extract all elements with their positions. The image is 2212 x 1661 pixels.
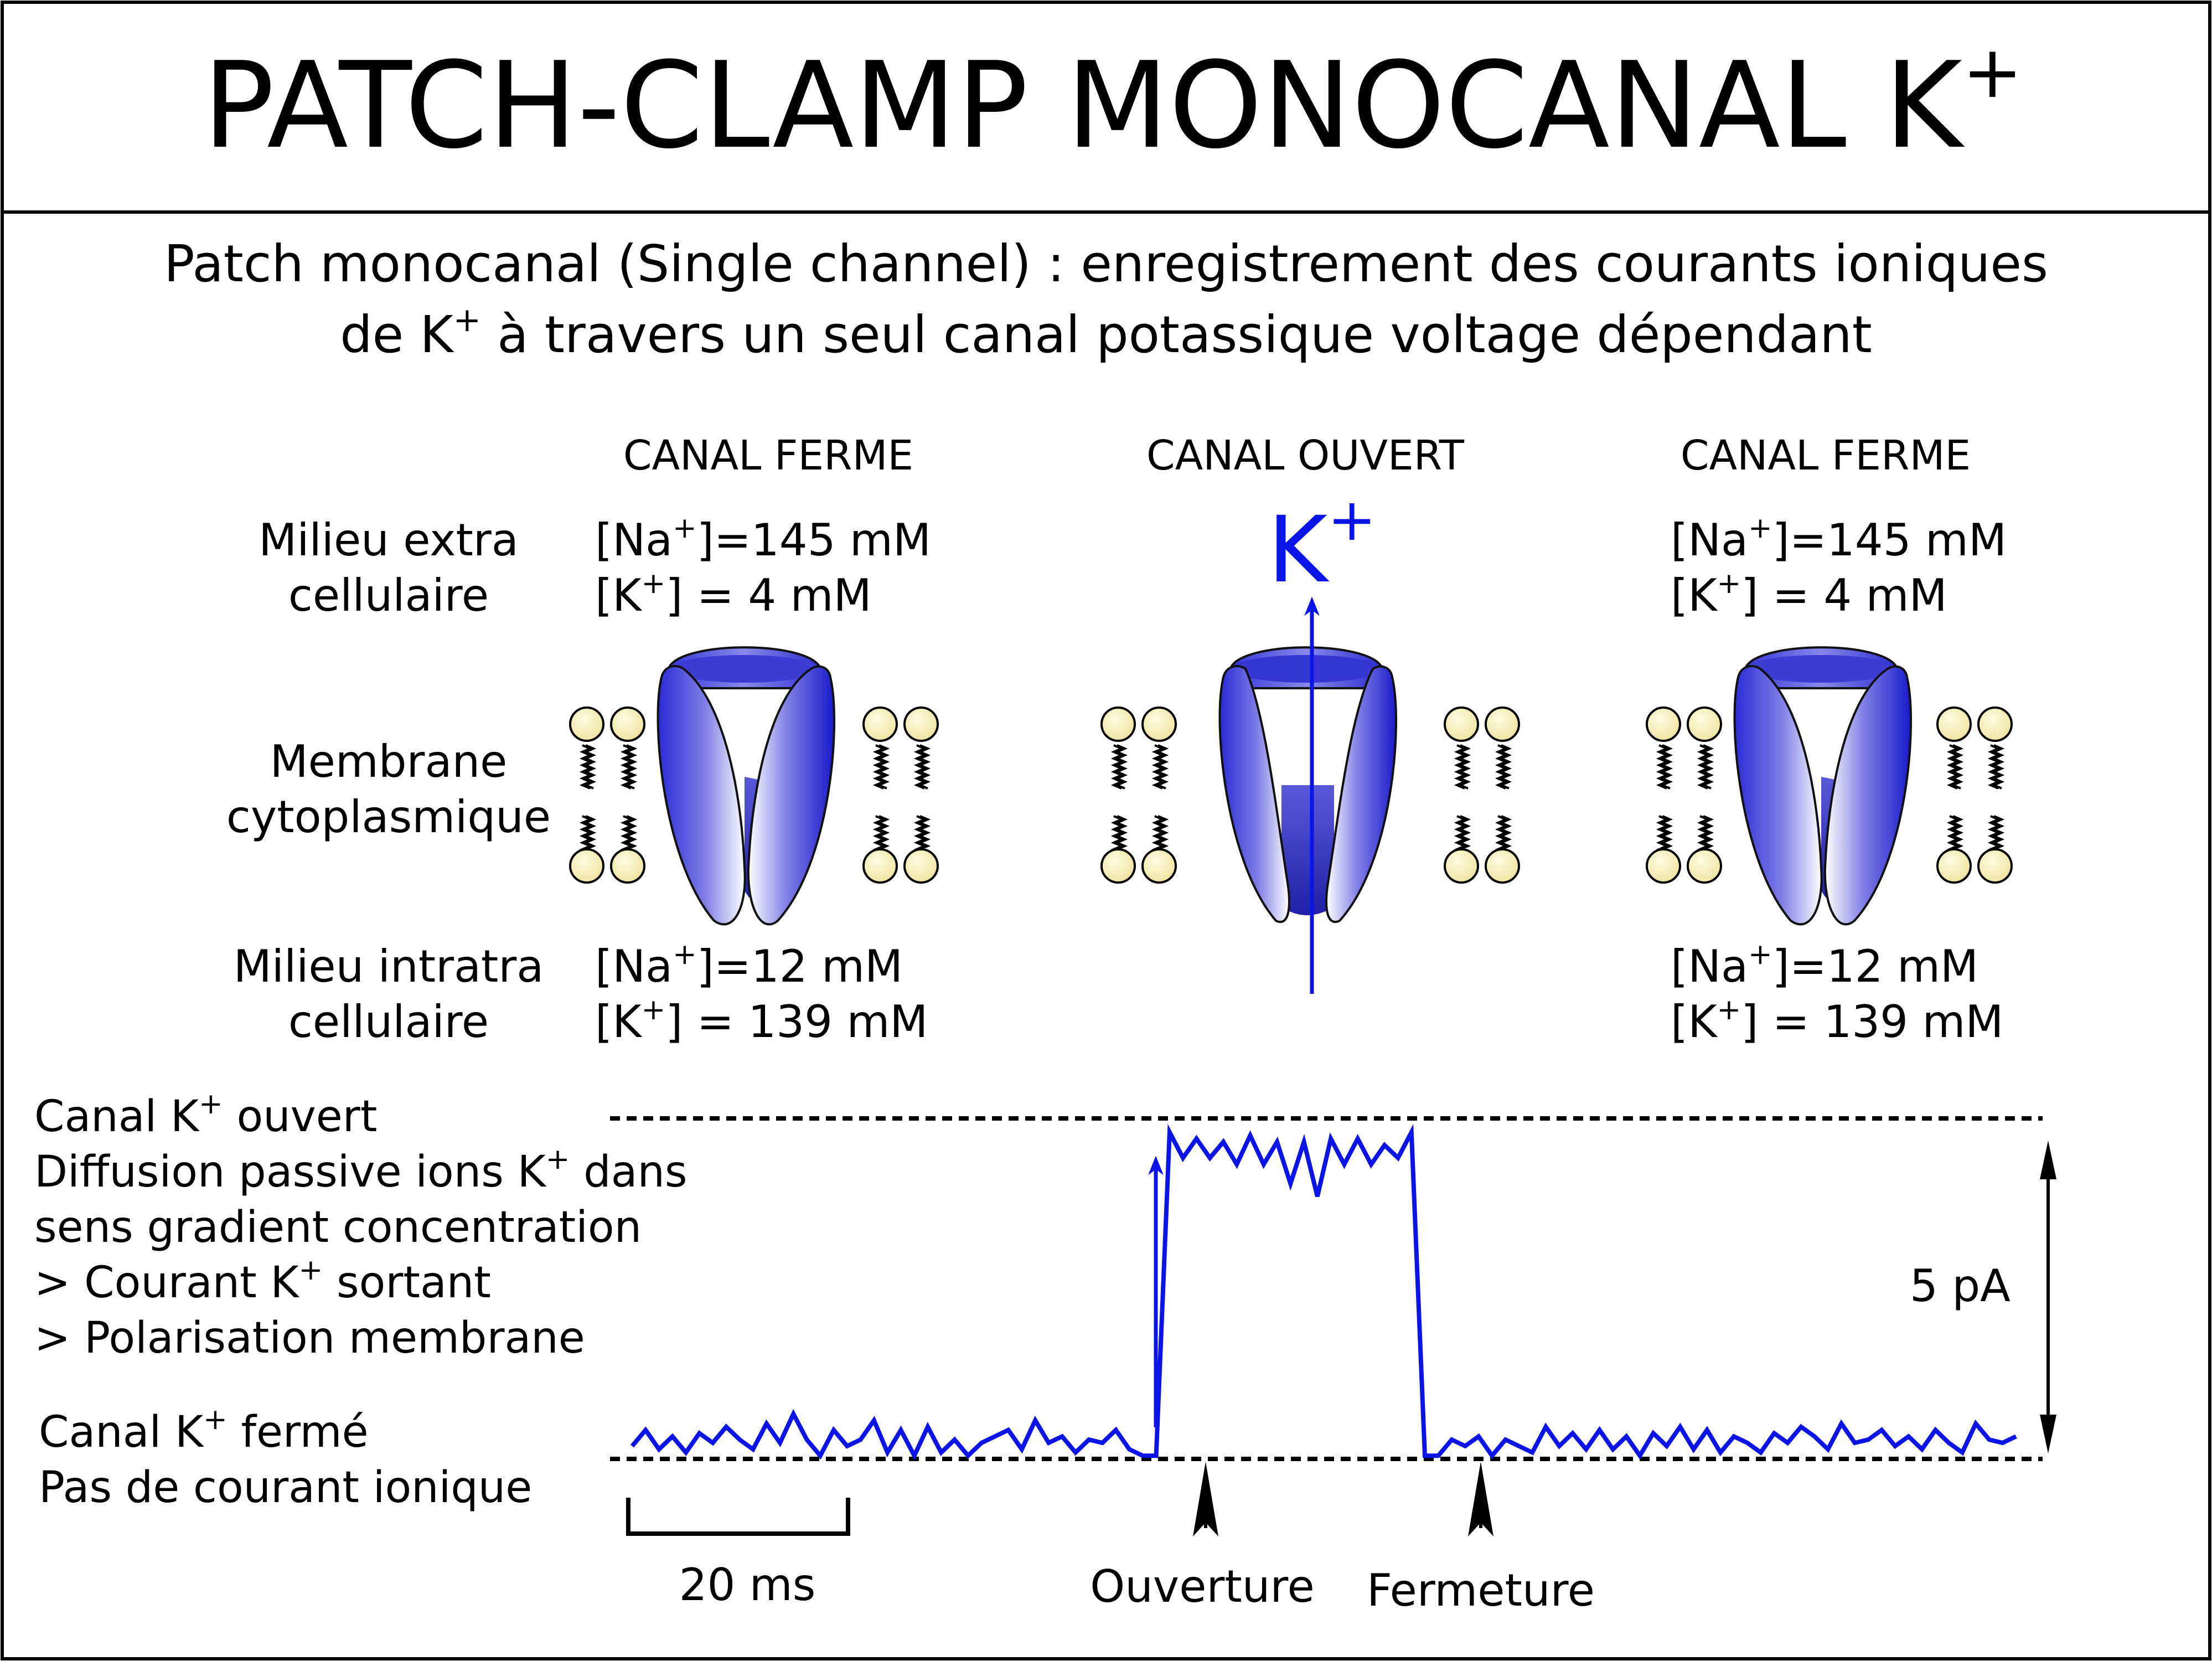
lipid-bilayer-right-outer [1647,708,1721,883]
lipid-bilayer-middle-outer [1102,708,1176,883]
potassium-channel-open [1218,646,1398,924]
label-extracellular-2: cellulaire [288,570,489,621]
subtitle-line-1: Patch monocanal (Single channel) : enreg… [164,234,2048,293]
current-trace-line [630,1123,2017,1461]
label-intracellular-2: cellulaire [288,996,489,1048]
conc-left-extra-na: [Na+]=145 mM [595,512,931,566]
membrane-middle: K+ [1102,486,1519,994]
conc-right-intra-k: [K+] = 139 mM [1671,993,2003,1048]
potassium-ion-label: K+ [1268,486,1376,603]
label-membrane-1: Membrane [270,736,508,787]
page-title-superscript: + [1962,30,2023,114]
label-open-state-2: Diffusion passive ions K+ dans [34,1143,688,1197]
label-closed-state-2: Pas de courant ionique [39,1463,532,1513]
lipid-bilayer-left-outer [570,708,644,883]
label-intracellular-1: Milieu intratra [234,941,544,992]
closing-label: Fermeture [1367,1565,1595,1616]
label-extracellular-1: Milieu extra [259,514,519,566]
header-left-closed: CANAL FERME [623,432,913,479]
opening-marker-arrow [1193,1462,1218,1536]
subtitle-line-2: de K+ à travers un seul canal potassique… [340,301,1872,364]
time-scale-bar [626,1498,850,1536]
header-middle-open: CANAL OUVERT [1146,432,1465,479]
label-open-state-5: > Polarisation membrane [34,1313,585,1363]
potassium-channel-closed-right [1733,646,1913,926]
time-scale-label: 20 ms [679,1559,816,1611]
label-membrane-2: cytoplasmique [226,791,551,843]
conc-left-intra-k: [K+] = 139 mM [595,993,928,1048]
label-open-state-1: Canal K+ ouvert [34,1087,377,1142]
closing-marker-arrow [1468,1462,1493,1536]
potassium-channel-closed-left [657,646,836,926]
label-open-state-3: sens gradient concentration [34,1203,642,1252]
header-right-closed: CANAL FERME [1681,432,1971,479]
current-trace-group [630,1123,2017,1461]
lipid-bilayer-right-inner [1937,708,2012,883]
page-title: PATCH-CLAMP MONOCANAL K+ [203,30,2023,175]
lipid-bilayer-middle-inner [1445,708,1519,883]
conc-right-intra-na: [Na+]=12 mM [1671,938,1978,992]
opening-label: Ouverture [1090,1561,1315,1612]
membrane-left [570,646,938,926]
label-closed-state-1: Canal K+ fermé [39,1403,369,1457]
amplitude-scale [2040,1141,2056,1453]
conc-left-extra-k: [K+] = 4 mM [595,567,872,621]
label-open-state-4: > Courant K+ sortant [34,1254,491,1308]
conc-right-extra-k: [K+] = 4 mM [1671,567,1947,621]
conc-right-extra-na: [Na+]=145 mM [1671,512,2007,566]
lipid-bilayer-left-inner [864,708,938,883]
conc-left-intra-na: [Na+]=12 mM [595,938,903,992]
membrane-right [1647,646,2012,926]
amplitude-label: 5 pA [1910,1260,2011,1312]
